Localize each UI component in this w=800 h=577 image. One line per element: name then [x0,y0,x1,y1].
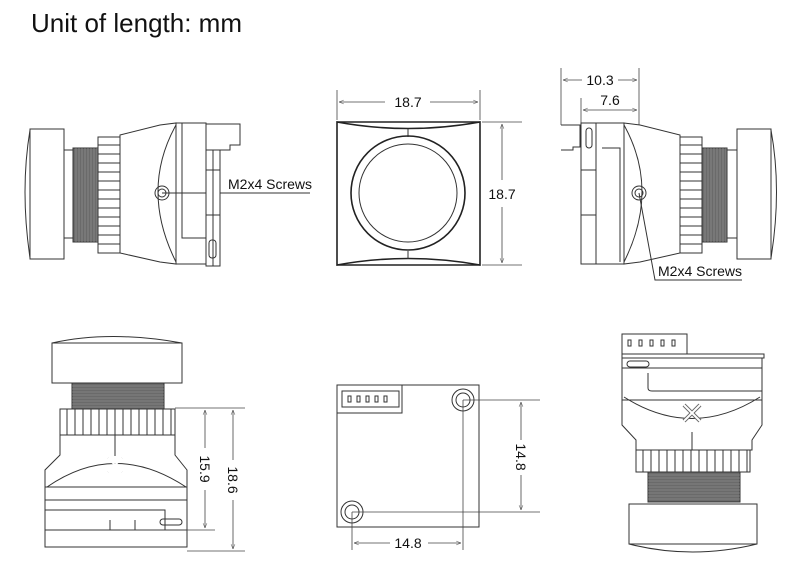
connector-pin [660,339,665,347]
connector-pin [365,395,370,403]
pcb-top [621,353,765,359]
connector-pin [374,395,379,403]
screw-label: M2x4 Screws [228,176,312,192]
lens-cap-right [736,128,772,260]
vertical-spacing-label: 14.8 [513,443,529,470]
connector-pin [638,339,643,347]
lens-thread [72,147,99,243]
connector-pin [671,339,676,347]
lens-cap-top [51,342,183,384]
connector-top [621,333,688,357]
pcb-edge-right [580,122,597,265]
connector-pin [627,339,632,347]
front-height-label: 18.7 [488,186,515,202]
lens-dome [24,129,31,259]
inner-height-label: 15.9 [197,455,213,482]
left-side-view: M2x4 Screws [24,122,312,267]
lens-outer-ring [350,135,466,251]
focus-ring-top [59,408,176,436]
front-elevation-view: 15.9 18.6 [44,336,245,552]
overall-depth-label: 10.3 [586,72,613,88]
front-body [336,121,481,266]
body-rear-top [621,367,763,401]
lens-inner-ring [358,143,458,243]
outer-height-label: 18.6 [225,466,241,493]
unit-title: Unit of length: mm [31,8,242,38]
connector-pin [649,339,654,347]
screw-label-right: M2x4 Screws [658,263,742,279]
connector-pin [347,395,352,403]
back-pcb-view: 14.8 14.8 [336,384,540,551]
rear-elevation-view [621,333,765,553]
front-width-label: 18.7 [394,94,421,110]
body-base [44,499,188,548]
partial-depth-label: 7.6 [600,92,620,108]
body-front [44,434,188,501]
logo-x-icon-rear [682,403,702,423]
focus-ring-rear [635,449,751,473]
lens-cap-rear [628,503,758,545]
lens-dome-top [51,336,183,344]
lens-thread-top [71,382,165,410]
front-view: 18.7 18.7 [336,90,522,266]
screw-hole-icon-right [631,185,647,201]
right-side-view: 10.3 7.6 M2x4 Screws [560,68,777,281]
logo-x-icon [107,457,123,473]
connector-pin [356,395,361,403]
body-rear-right [595,122,625,265]
lens-cap [29,128,65,260]
horizontal-spacing-label: 14.8 [394,535,421,551]
connector-pin [383,395,388,403]
